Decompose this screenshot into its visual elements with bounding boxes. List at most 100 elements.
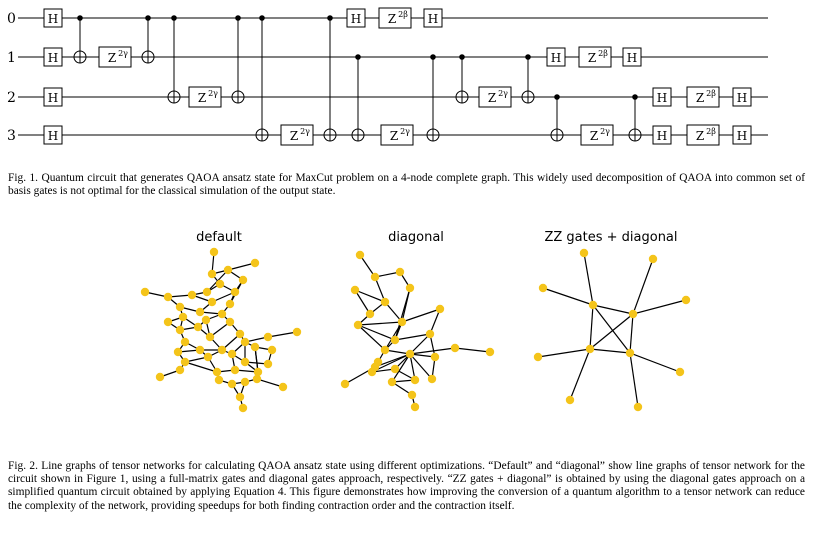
graph-edge — [374, 276, 386, 303]
h-gate: H — [732, 125, 752, 145]
zz-gate-label: Z — [108, 51, 116, 65]
graph-node — [380, 345, 390, 355]
graph-edge — [589, 313, 634, 350]
h-gate-label: H — [428, 12, 438, 26]
graph-node — [235, 392, 245, 402]
graph-node — [140, 287, 150, 297]
graph-node — [227, 349, 237, 359]
qubit-label-1: 1 — [7, 50, 16, 66]
graph-node — [387, 377, 397, 387]
graph-node — [201, 315, 211, 325]
mixer-gate-exponent: 2β — [706, 89, 716, 98]
graph-edge — [409, 347, 456, 355]
graph-edge — [384, 349, 411, 355]
graph-edge — [454, 347, 491, 353]
graph-edge — [354, 289, 386, 303]
graph-node — [230, 365, 240, 375]
graph-edge — [394, 287, 411, 341]
h-gate: H — [43, 47, 63, 67]
zz-gate-exponent: 2γ — [600, 127, 610, 136]
h-gate-label: H — [551, 51, 561, 65]
graph-node — [588, 300, 598, 310]
figure-2-caption: Fig. 2. Line graphs of tensor networks f… — [8, 460, 805, 512]
graph-node — [205, 332, 215, 342]
cnot-gate — [550, 94, 564, 142]
graph-edge — [357, 321, 403, 326]
graph-node — [175, 325, 185, 335]
graph-node — [195, 345, 205, 355]
h-gate-label: H — [48, 91, 58, 105]
graph-node — [263, 332, 273, 342]
mixer-gate-exponent: 2β — [598, 49, 608, 58]
graph-edge — [632, 258, 654, 315]
graph-node — [252, 374, 262, 384]
graph-edges — [344, 254, 491, 408]
graph-nodes — [340, 250, 495, 412]
graph-node — [380, 297, 390, 307]
mixer-gate-label: Z — [588, 51, 596, 65]
graph-node — [195, 307, 205, 317]
graph-node — [238, 275, 248, 285]
graph-edge — [592, 304, 631, 354]
zz-gate-label: Z — [390, 129, 398, 143]
graph-edge — [632, 299, 687, 315]
h-gate: H — [652, 125, 672, 145]
zz-gate-exponent: 2γ — [498, 89, 508, 98]
graph-edge — [401, 308, 441, 323]
graph-node — [435, 304, 445, 314]
zz-gate-label: Z — [198, 91, 206, 105]
cnot-gate — [167, 15, 181, 104]
graph-node — [390, 335, 400, 345]
graph-edge — [592, 304, 634, 315]
qubit-label-3: 3 — [7, 128, 16, 144]
graph-node — [235, 329, 245, 339]
graph-node — [217, 309, 227, 319]
graph-node — [250, 342, 260, 352]
h-gate-label: H — [351, 12, 361, 26]
graph-edge — [227, 262, 256, 271]
graph-node — [223, 265, 233, 275]
graph-node — [625, 348, 635, 358]
graph-node — [370, 272, 380, 282]
graph-edge — [357, 324, 386, 351]
graph-node — [163, 317, 173, 327]
graph-node — [390, 364, 400, 374]
qubit-labels: 0 1 2 3 — [7, 11, 16, 144]
figure-1-caption: Fig. 1. Quantum circuit that generates Q… — [8, 172, 805, 198]
graph-edge — [394, 333, 431, 341]
mixer-gate-exponent: 2β — [398, 10, 408, 19]
graph-node — [350, 285, 360, 295]
graph-node — [175, 302, 185, 312]
graph-node — [238, 403, 248, 413]
graph-node — [533, 352, 543, 362]
zz-gate-exponent: 2γ — [300, 127, 310, 136]
qubit-label-2: 2 — [7, 90, 16, 106]
control-dot — [171, 15, 177, 21]
h-gate: H — [622, 47, 642, 67]
graph-node — [633, 402, 643, 412]
graph-node — [227, 379, 237, 389]
h-gate-label: H — [48, 12, 58, 26]
graph-node — [427, 374, 437, 384]
graph-node — [628, 309, 638, 319]
graph-node — [178, 312, 188, 322]
graph-default — [140, 247, 302, 413]
graph-edge — [384, 301, 403, 323]
h-gate: H — [546, 47, 566, 67]
graph-edge — [374, 271, 401, 278]
mixer-gate-exponent: 2β — [706, 127, 716, 136]
graph-node — [203, 352, 213, 362]
graph-edge — [354, 289, 371, 315]
panel-title-zz-gates-diagonal: ZZ gates + diagonal — [544, 230, 677, 245]
cnot-gate — [351, 54, 365, 142]
graph-edge — [629, 313, 634, 354]
zz-gate-exponent: 2γ — [208, 89, 218, 98]
graph-node — [485, 347, 495, 357]
graph-edge — [409, 333, 431, 355]
